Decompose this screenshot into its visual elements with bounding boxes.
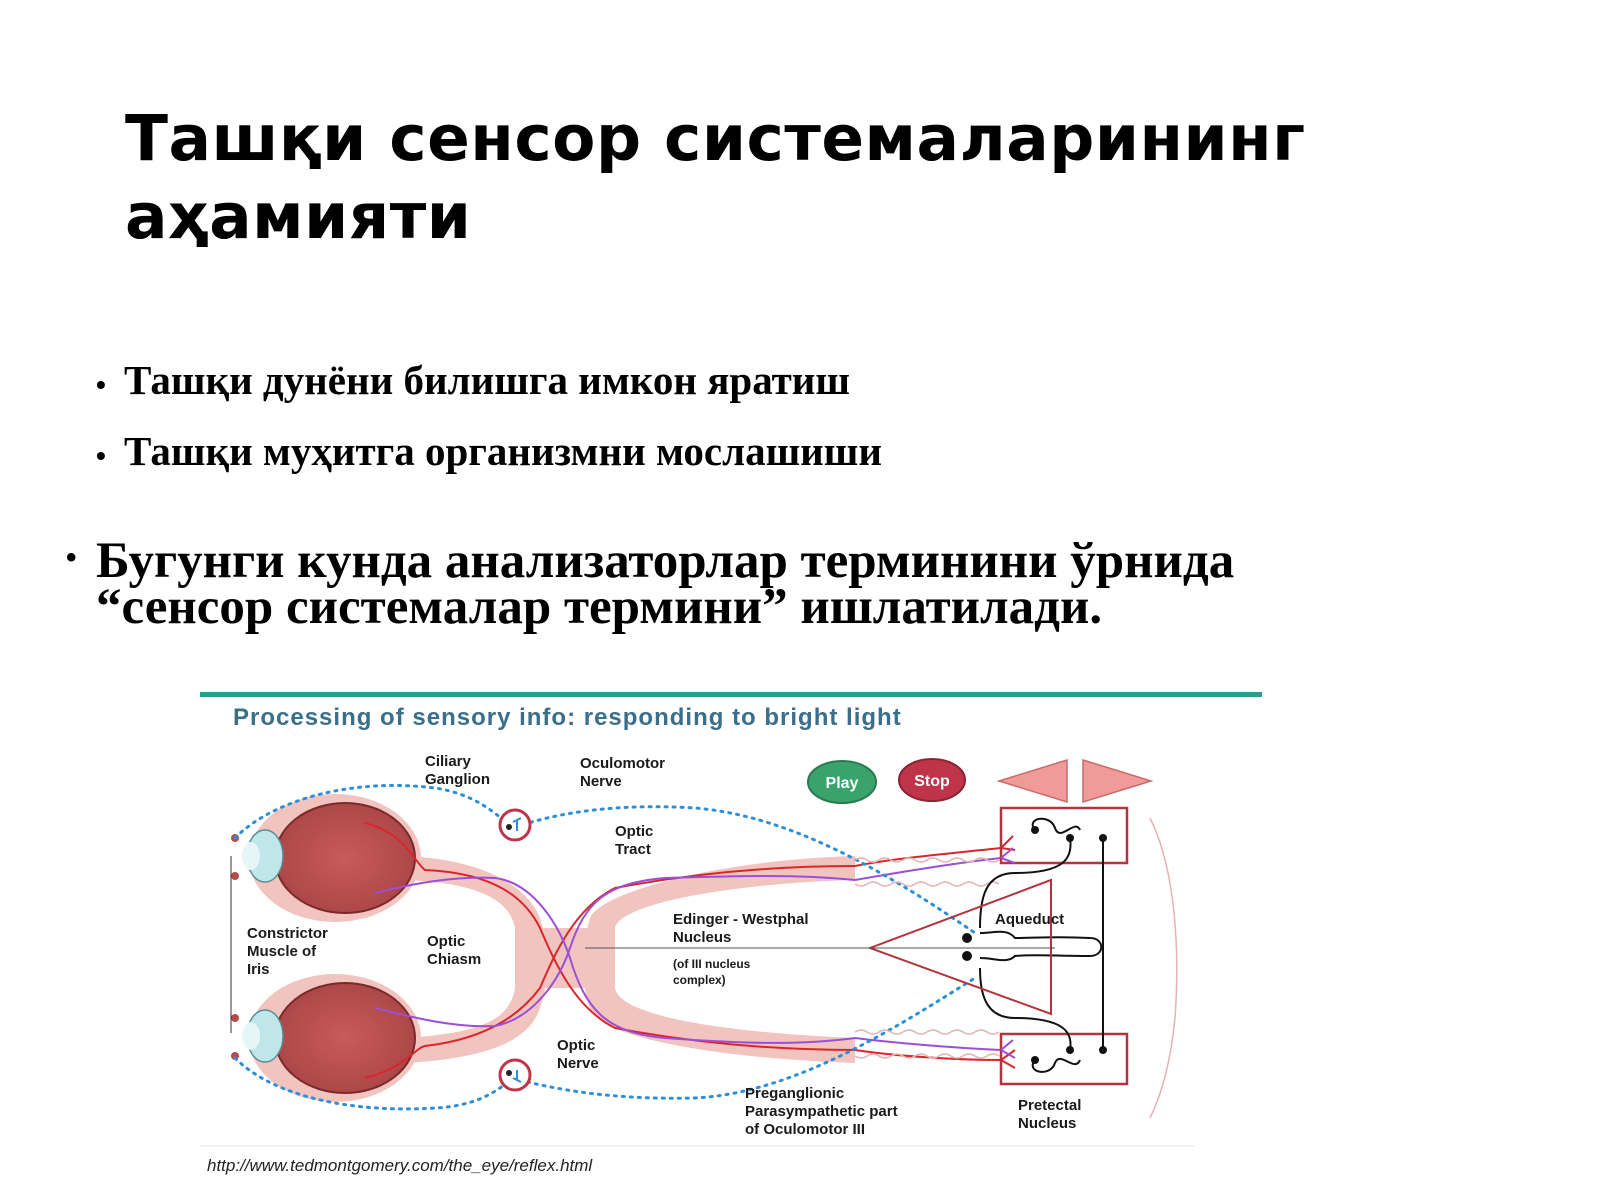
play-label: Play xyxy=(826,775,859,792)
label-constrictor-2: Muscle of xyxy=(247,943,317,960)
optic-nerve-left xyxy=(405,856,548,1063)
bullet-text: Ташқи муҳитга организмни мослашиши xyxy=(124,428,883,474)
main-bullet-line-1: Бугунги кунда анализаторлар терминини ўр… xyxy=(96,533,1235,589)
label-ciliary-ganglion: Ciliary xyxy=(425,753,472,770)
bullet-dot-icon: • xyxy=(96,440,106,471)
label-constrictor: Constrictor xyxy=(247,925,328,942)
label-optic-nerve-2: Nerve xyxy=(557,1055,599,1072)
optic-tract-right xyxy=(582,856,855,1063)
bullet-text: Ташқи дунёни билишга имкон яратиш xyxy=(124,357,851,403)
slide-title: Ташқи сенсор системаларининг аҳамияти xyxy=(125,100,1425,256)
label-optic-nerve: Optic xyxy=(557,1037,595,1054)
interneuron-paths xyxy=(979,817,1104,1073)
play-button[interactable]: Play xyxy=(807,760,877,804)
previous-arrow-icon[interactable] xyxy=(996,758,1068,804)
bullet-dot-icon: • xyxy=(66,541,77,574)
label-aqueduct: Aqueduct xyxy=(995,911,1064,928)
slide-title-line-2: аҳамияти xyxy=(125,180,472,253)
nucleus-neurons xyxy=(962,826,1107,1064)
figure-accent-line xyxy=(200,692,1262,697)
slide-title-line-1: Ташқи сенсор системаларининг xyxy=(125,102,1306,175)
reflex-diagram-svg: Processing of sensory info: responding t… xyxy=(200,692,1262,1175)
label-preganglionic-3: of Oculomotor III xyxy=(745,1121,865,1138)
label-optic-chiasm: Optic xyxy=(427,933,465,950)
label-pretectal-nucleus-2: Nucleus xyxy=(1018,1115,1076,1132)
nerve-fibers xyxy=(854,817,1178,1119)
edinger-westphal-nucleus xyxy=(867,878,1052,1016)
label-pretectal-nucleus: Pretectal xyxy=(1018,1097,1081,1114)
label-edinger-westphal: Edinger - Westphal xyxy=(673,911,809,928)
label-edinger-westphal-3: (of III nucleus xyxy=(673,957,751,971)
eye-top xyxy=(231,794,421,922)
next-arrow-icon[interactable] xyxy=(1082,758,1154,804)
label-optic-tract-2: Tract xyxy=(615,841,651,858)
pretectal-box-top xyxy=(999,806,1129,865)
label-edinger-westphal-2: Nucleus xyxy=(673,929,731,946)
reflex-diagram: Processing of sensory info: responding t… xyxy=(195,688,1315,1188)
stop-button[interactable]: Stop xyxy=(898,758,966,802)
bullet-item: • Ташқи дунёни билишга имкон яратиш xyxy=(96,355,882,410)
parasympathetic-paths xyxy=(233,784,977,1111)
label-edinger-westphal-4: complex) xyxy=(673,973,726,987)
main-bullet-line-2: “сенсор системалар термини” ишлатилади. xyxy=(96,579,1103,635)
label-optic-tract: Optic xyxy=(615,823,653,840)
eye-bottom xyxy=(231,974,421,1102)
purple-terminals xyxy=(1000,847,1016,1059)
ciliary-ganglion-bottom-icon xyxy=(498,1058,532,1092)
main-bullet-text: Бугунги кунда анализаторлар терминини ўр… xyxy=(96,536,1234,633)
label-oculomotor-nerve: Oculomotor xyxy=(580,755,665,772)
figure-title: Processing of sensory info: responding t… xyxy=(233,704,902,731)
bullet-item: • Ташқи муҳитга организмни мослашиши xyxy=(96,426,882,481)
label-preganglionic: Preganglionic xyxy=(745,1085,844,1102)
label-oculomotor-nerve-2: Nerve xyxy=(580,773,622,790)
label-optic-chiasm-2: Chiasm xyxy=(427,951,481,968)
label-ciliary-ganglion-2: Ganglion xyxy=(425,771,490,788)
source-url[interactable]: http://www.tedmontgomery.com/the_eye/ref… xyxy=(207,1156,593,1175)
label-preganglionic-2: Parasympathetic part xyxy=(745,1103,898,1120)
bullet-dot-icon: • xyxy=(96,369,106,400)
main-bullet: • Бугунги кунда анализаторлар терминини … xyxy=(66,536,1516,633)
stop-label: Stop xyxy=(914,773,950,790)
ciliary-ganglion-top-icon xyxy=(498,808,532,842)
label-constrictor-3: Iris xyxy=(247,961,270,978)
bullet-list: • Ташқи дунёни билишга имкон яратиш • Та… xyxy=(96,355,882,497)
visual-pathways xyxy=(364,822,1002,1079)
